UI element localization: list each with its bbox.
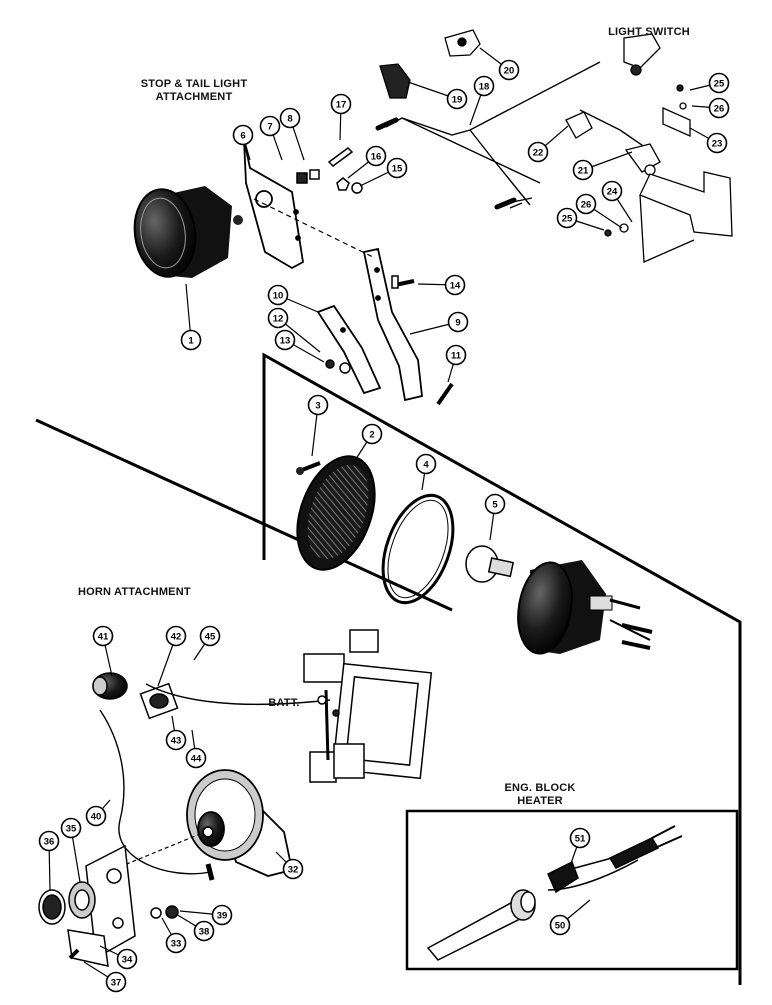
batt-label: BATT.	[268, 697, 300, 709]
stop-tail-light-title-line2: ATTACHMENT	[155, 91, 233, 103]
tail-light-housing	[133, 186, 243, 278]
heater-box	[405, 809, 739, 971]
eng-block-heater-title-line2: HEATER	[517, 795, 563, 807]
horn-mount-parts	[38, 844, 179, 967]
tail-light-body	[517, 560, 653, 655]
light-bulb	[465, 545, 515, 583]
tail-light-lens	[296, 455, 376, 571]
lens-screw	[296, 461, 321, 475]
light-switch-wiring	[385, 61, 653, 209]
bracket-hardware	[253, 147, 454, 406]
light-switch-title: LIGHT SWITCH	[608, 26, 690, 38]
horn	[99, 769, 294, 877]
horn-switch	[92, 672, 179, 720]
horn-wiring	[99, 683, 331, 881]
horn-attachment-title: HORN ATTACHMENT	[78, 586, 191, 598]
block-heater	[426, 825, 683, 961]
stop-tail-light-title: STOP & TAIL LIGHT ATTACHMENT	[134, 78, 254, 104]
switch-connectors	[375, 29, 733, 263]
support-straps	[316, 247, 423, 402]
eng-block-heater-title: ENG. BLOCK HEATER	[494, 782, 586, 808]
horn-relay	[303, 629, 433, 783]
mounting-bracket	[243, 139, 304, 270]
eng-block-heater-title-line1: ENG. BLOCK	[504, 782, 576, 794]
lens-gasket	[381, 493, 455, 605]
stop-tail-light-title-line1: STOP & TAIL LIGHT	[140, 78, 248, 90]
